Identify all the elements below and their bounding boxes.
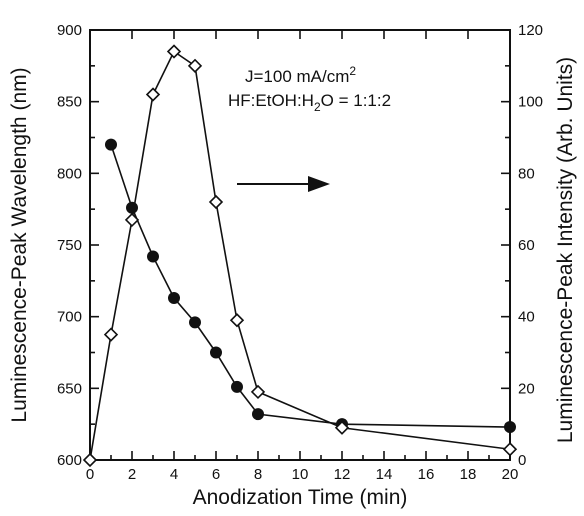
series-markers xyxy=(82,44,518,468)
x-tick-label: 2 xyxy=(128,466,136,483)
annotation-electrolyte-b: O = 1:1:2 xyxy=(321,91,391,110)
data-point-circle xyxy=(504,421,516,434)
data-point-diamond xyxy=(145,87,161,102)
data-point-circle xyxy=(210,346,222,359)
annotation-current-density-main: J=100 mA/cm xyxy=(245,67,349,86)
data-point-circle xyxy=(147,250,159,263)
x-tick-label: 10 xyxy=(292,466,309,483)
data-point-diamond xyxy=(334,420,350,435)
x-tick-label: 0 xyxy=(86,466,94,483)
data-point-diamond xyxy=(502,442,518,457)
data-point-diamond xyxy=(103,327,119,342)
data-point-circle xyxy=(126,201,138,214)
x-tick-label: 14 xyxy=(376,466,393,483)
y-right-tick-label: 80 xyxy=(518,165,535,182)
y-left-tick-label: 850 xyxy=(57,94,82,111)
annotation-electrolyte: HF:EtOH:H2O = 1:1:2 xyxy=(228,91,391,114)
x-tick-label: 20 xyxy=(502,466,519,483)
y-left-axis-title: Luminescence-Peak Wavelength (nm) xyxy=(8,67,31,422)
data-point-diamond xyxy=(82,452,98,468)
right-arrow-icon xyxy=(237,176,330,192)
data-point-diamond xyxy=(124,212,140,228)
data-point-circle xyxy=(252,408,264,421)
y-left-tick-label: 800 xyxy=(57,165,82,182)
x-axis-title: Anodization Time (min) xyxy=(193,486,408,509)
y-left-tick-label: 650 xyxy=(57,380,82,397)
x-tick-label: 16 xyxy=(418,466,435,483)
x-tick-label: 6 xyxy=(212,466,220,483)
data-point-diamond xyxy=(229,313,245,328)
data-point-diamond xyxy=(208,194,224,210)
y-left-tick-label: 900 xyxy=(57,22,82,39)
y-right-tick-label: 20 xyxy=(518,380,535,397)
x-tick-label: 4 xyxy=(170,466,178,483)
annotation-electrolyte-sub: 2 xyxy=(314,100,321,114)
data-point-circle xyxy=(231,380,243,393)
y-right-tick-label: 60 xyxy=(518,237,535,254)
series-line-1 xyxy=(110,144,511,428)
y-left-tick-label: 750 xyxy=(57,237,82,254)
data-point-diamond xyxy=(250,384,266,400)
data-point-diamond xyxy=(187,58,203,73)
y-right-tick-label: 120 xyxy=(518,22,543,39)
data-point-diamond xyxy=(166,44,182,59)
x-tick-label: 12 xyxy=(334,466,351,483)
x-tick-label: 8 xyxy=(254,466,262,483)
annotation-current-density-sup: 2 xyxy=(349,64,356,78)
annotation-current-density: J=100 mA/cm2 xyxy=(245,64,356,86)
y-right-axis-title: Luminescence-Peak Intensity (Arb. Units) xyxy=(554,57,577,443)
y-right-tick-label: 40 xyxy=(518,309,535,326)
y-left-tick-label: 700 xyxy=(57,309,82,326)
y-left-tick-label: 600 xyxy=(57,452,82,469)
y-right-tick-label: 100 xyxy=(518,94,543,111)
annotation-electrolyte-a: HF:EtOH:H xyxy=(228,91,314,110)
y-right-tick-label: 0 xyxy=(518,452,526,469)
data-point-circle xyxy=(189,316,201,329)
data-point-circle xyxy=(105,138,117,151)
data-point-circle xyxy=(168,292,180,305)
x-tick-label: 18 xyxy=(460,466,477,483)
